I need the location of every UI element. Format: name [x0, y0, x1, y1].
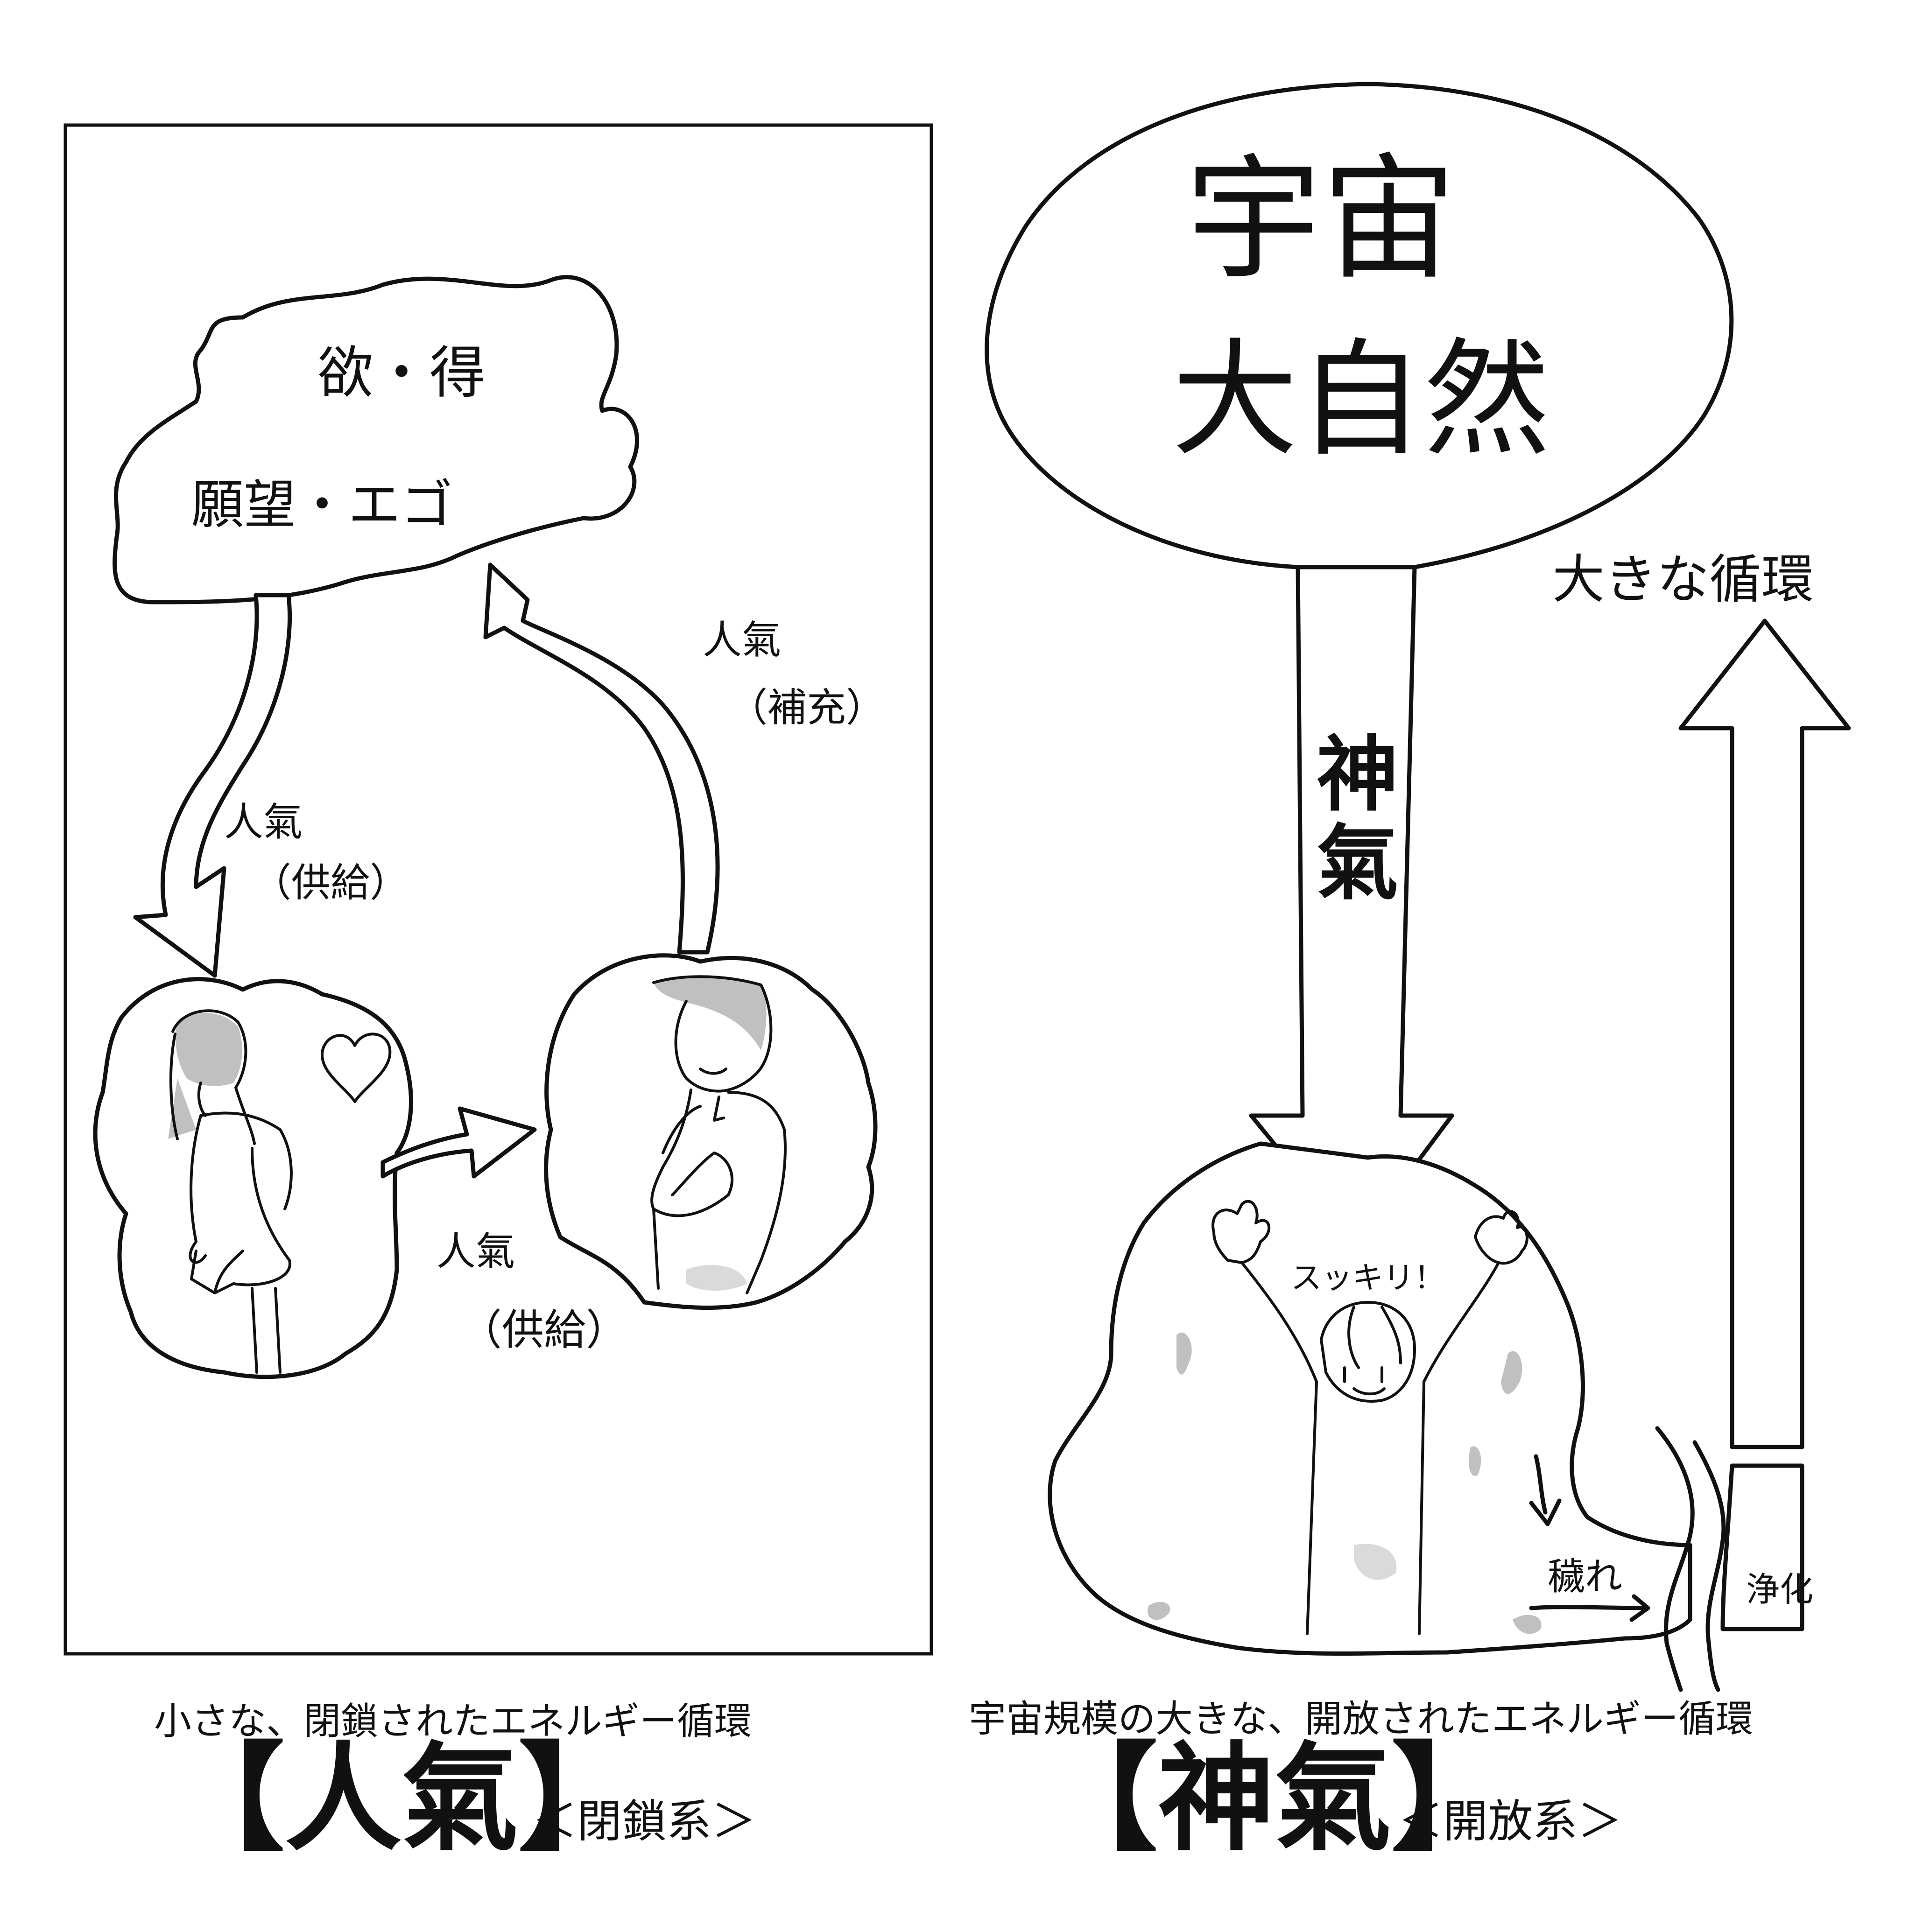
divine-char-1: 神: [1317, 727, 1398, 822]
right-subtitle: ＜開放系＞: [1398, 1795, 1622, 1848]
replenish-label: 人氣: [703, 617, 781, 663]
left-title: 【人氣】: [168, 1729, 635, 1867]
left-caption: 小さな、閉鎖されたエネルギー循環: [154, 1700, 752, 1743]
right-panel: 宇宙 大自然 神 氣 大きな循環 スッキリ！ 穢れ: [969, 82, 1851, 1867]
big-cycle-arrow: [1678, 618, 1851, 1449]
purify-filter: [1655, 1426, 1695, 1692]
impurity-label: 穢れ: [1548, 1555, 1622, 1598]
replenish-arrow: [483, 562, 720, 955]
right-caption: 宇宙規模の大きな、開放されたエネルギー循環: [969, 1697, 1753, 1741]
big-cycle-label: 大きな循環: [1552, 549, 1814, 610]
transfer-label: 人氣: [437, 1229, 515, 1274]
supply-arrow: [133, 593, 292, 978]
person-arms-raised-icon: [1212, 1200, 1529, 1635]
replenish-paren: （補充）: [728, 685, 885, 731]
exclaim-label: スッキリ！: [1291, 1260, 1445, 1296]
purify-label: 浄化: [1746, 1570, 1813, 1609]
ego-label: 願望・エゴ: [191, 475, 453, 535]
man-figure-icon: [650, 975, 787, 1294]
left-subtitle: ＜閉鎖系＞: [532, 1795, 756, 1848]
transfer-arrow: [380, 1106, 537, 1179]
left-panel: 欲・得 願望・エゴ 人氣 （供給） 人氣 （補充） 人氣 （供給）: [63, 123, 933, 1867]
desire-label: 欲・得: [317, 341, 486, 406]
person-bubble: [1048, 1141, 1692, 1656]
transfer-paren: （供給）: [460, 1306, 628, 1355]
divine-char-2: 氣: [1317, 815, 1398, 911]
nature-label: 大自然: [1172, 326, 1550, 473]
supply-label: 人氣: [224, 799, 303, 845]
heart-icon: [321, 1033, 392, 1103]
woman-figure-icon: [168, 1009, 293, 1374]
supply-paren: （供給）: [252, 860, 409, 906]
man-bubble: [544, 953, 878, 1310]
desire-cloud: [113, 275, 640, 604]
cosmos-label: 宇宙: [1186, 141, 1457, 298]
cosmos-bubble: [985, 82, 1734, 569]
impurity-arrow: [1529, 1454, 1562, 1526]
right-title: 【神氣】: [1041, 1729, 1508, 1867]
left-frame: [63, 123, 933, 1656]
